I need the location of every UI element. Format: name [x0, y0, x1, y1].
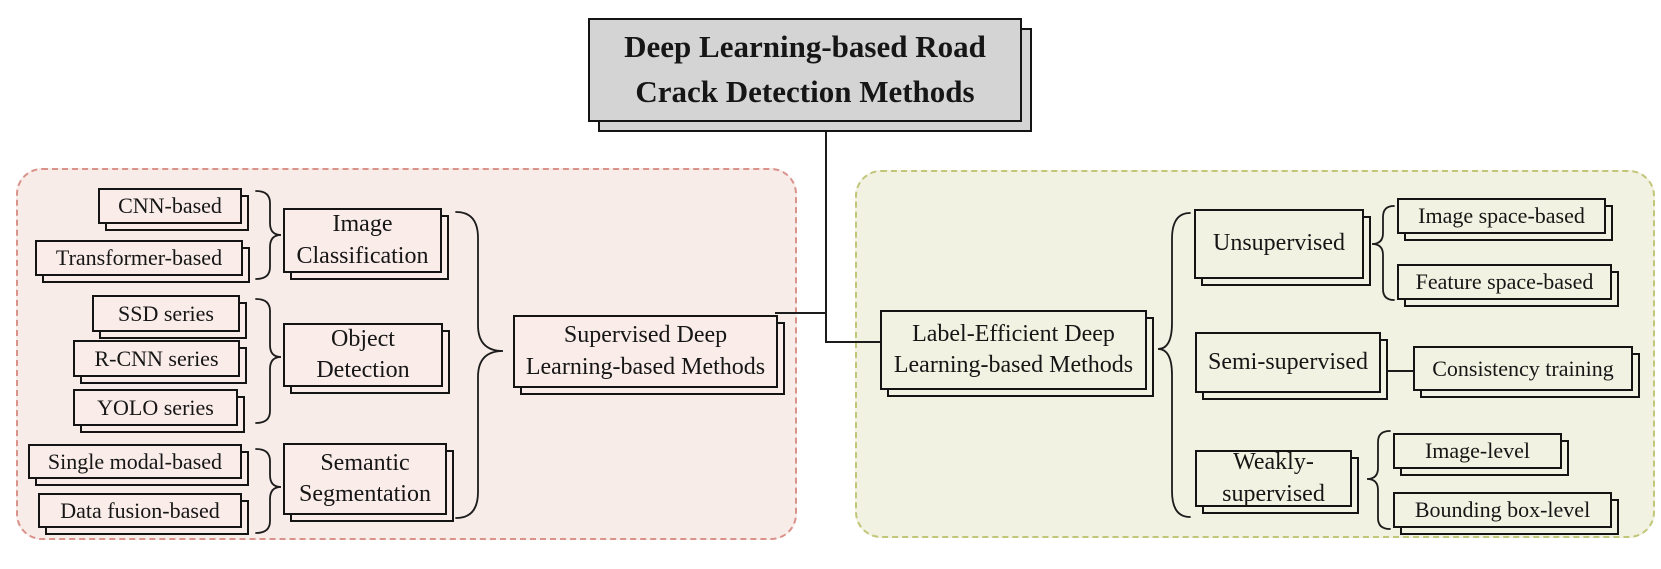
- node-unsupervised-label: Unsupervised: [1194, 209, 1364, 279]
- node-object-detection: Object Detection: [283, 323, 450, 394]
- node-ssd-series: SSD series: [92, 295, 247, 339]
- node-image-level: Image-level: [1393, 433, 1569, 476]
- node-semi-supervised-label: Semi-supervised: [1195, 332, 1381, 393]
- node-root-title-label: Deep Learning-based Road Crack Detection…: [588, 18, 1022, 122]
- node-image-space-based: Image space-based: [1397, 198, 1613, 241]
- node-single-modal-based-label: Single modal-based: [28, 444, 242, 479]
- node-image-level-label: Image-level: [1393, 433, 1562, 469]
- node-bounding-box-level-label: Bounding box-level: [1393, 492, 1612, 528]
- node-image-space-based-label: Image space-based: [1397, 198, 1606, 234]
- node-unsupervised: Unsupervised: [1194, 209, 1371, 286]
- node-consistency-training-label: Consistency training: [1413, 346, 1633, 391]
- node-weakly-supervised-label: Weakly- supervised: [1195, 449, 1352, 507]
- brace-weakly-supervised: [1366, 430, 1391, 530]
- node-label-efficient-methods: Label-Efficient Deep Learning-based Meth…: [880, 310, 1154, 397]
- node-transformer-based: Transformer-based: [35, 240, 250, 283]
- node-feature-space-based-label: Feature space-based: [1397, 264, 1612, 300]
- node-single-modal-based: Single modal-based: [28, 444, 249, 486]
- brace-object-detection: [255, 298, 282, 424]
- node-semantic-segmentation: Semantic Segmentation: [283, 443, 454, 522]
- brace-unsupervised: [1371, 205, 1395, 301]
- node-label-efficient-methods-label: Label-Efficient Deep Learning-based Meth…: [880, 310, 1147, 390]
- node-rcnn-series: R-CNN series: [73, 340, 247, 384]
- node-semi-supervised: Semi-supervised: [1195, 332, 1388, 400]
- brace-supervised-root: [455, 211, 504, 519]
- node-root-title: Deep Learning-based Road Crack Detection…: [588, 18, 1032, 132]
- node-feature-space-based: Feature space-based: [1397, 264, 1619, 307]
- node-cnn-based-label: CNN-based: [98, 188, 242, 224]
- brace-image-classification: [255, 190, 282, 280]
- node-ssd-series-label: SSD series: [92, 295, 240, 332]
- brace-semantic-segmentation: [255, 448, 282, 534]
- node-yolo-series-label: YOLO series: [73, 389, 238, 426]
- node-data-fusion-based: Data fusion-based: [38, 493, 249, 535]
- node-image-classification: Image Classification: [283, 208, 449, 280]
- node-supervised-methods-label: Supervised Deep Learning-based Methods: [513, 315, 778, 388]
- node-semantic-segmentation-label: Semantic Segmentation: [283, 443, 447, 515]
- node-cnn-based: CNN-based: [98, 188, 249, 231]
- node-object-detection-label: Object Detection: [283, 323, 443, 387]
- node-bounding-box-level: Bounding box-level: [1393, 492, 1619, 535]
- node-image-classification-label: Image Classification: [283, 208, 442, 273]
- node-yolo-series: YOLO series: [73, 389, 245, 433]
- node-supervised-methods: Supervised Deep Learning-based Methods: [513, 315, 785, 395]
- node-rcnn-series-label: R-CNN series: [73, 340, 240, 377]
- node-consistency-training: Consistency training: [1413, 346, 1640, 398]
- node-transformer-based-label: Transformer-based: [35, 240, 243, 276]
- node-data-fusion-based-label: Data fusion-based: [38, 493, 242, 528]
- brace-label-efficient-root: [1157, 212, 1191, 518]
- node-weakly-supervised: Weakly- supervised: [1195, 449, 1359, 514]
